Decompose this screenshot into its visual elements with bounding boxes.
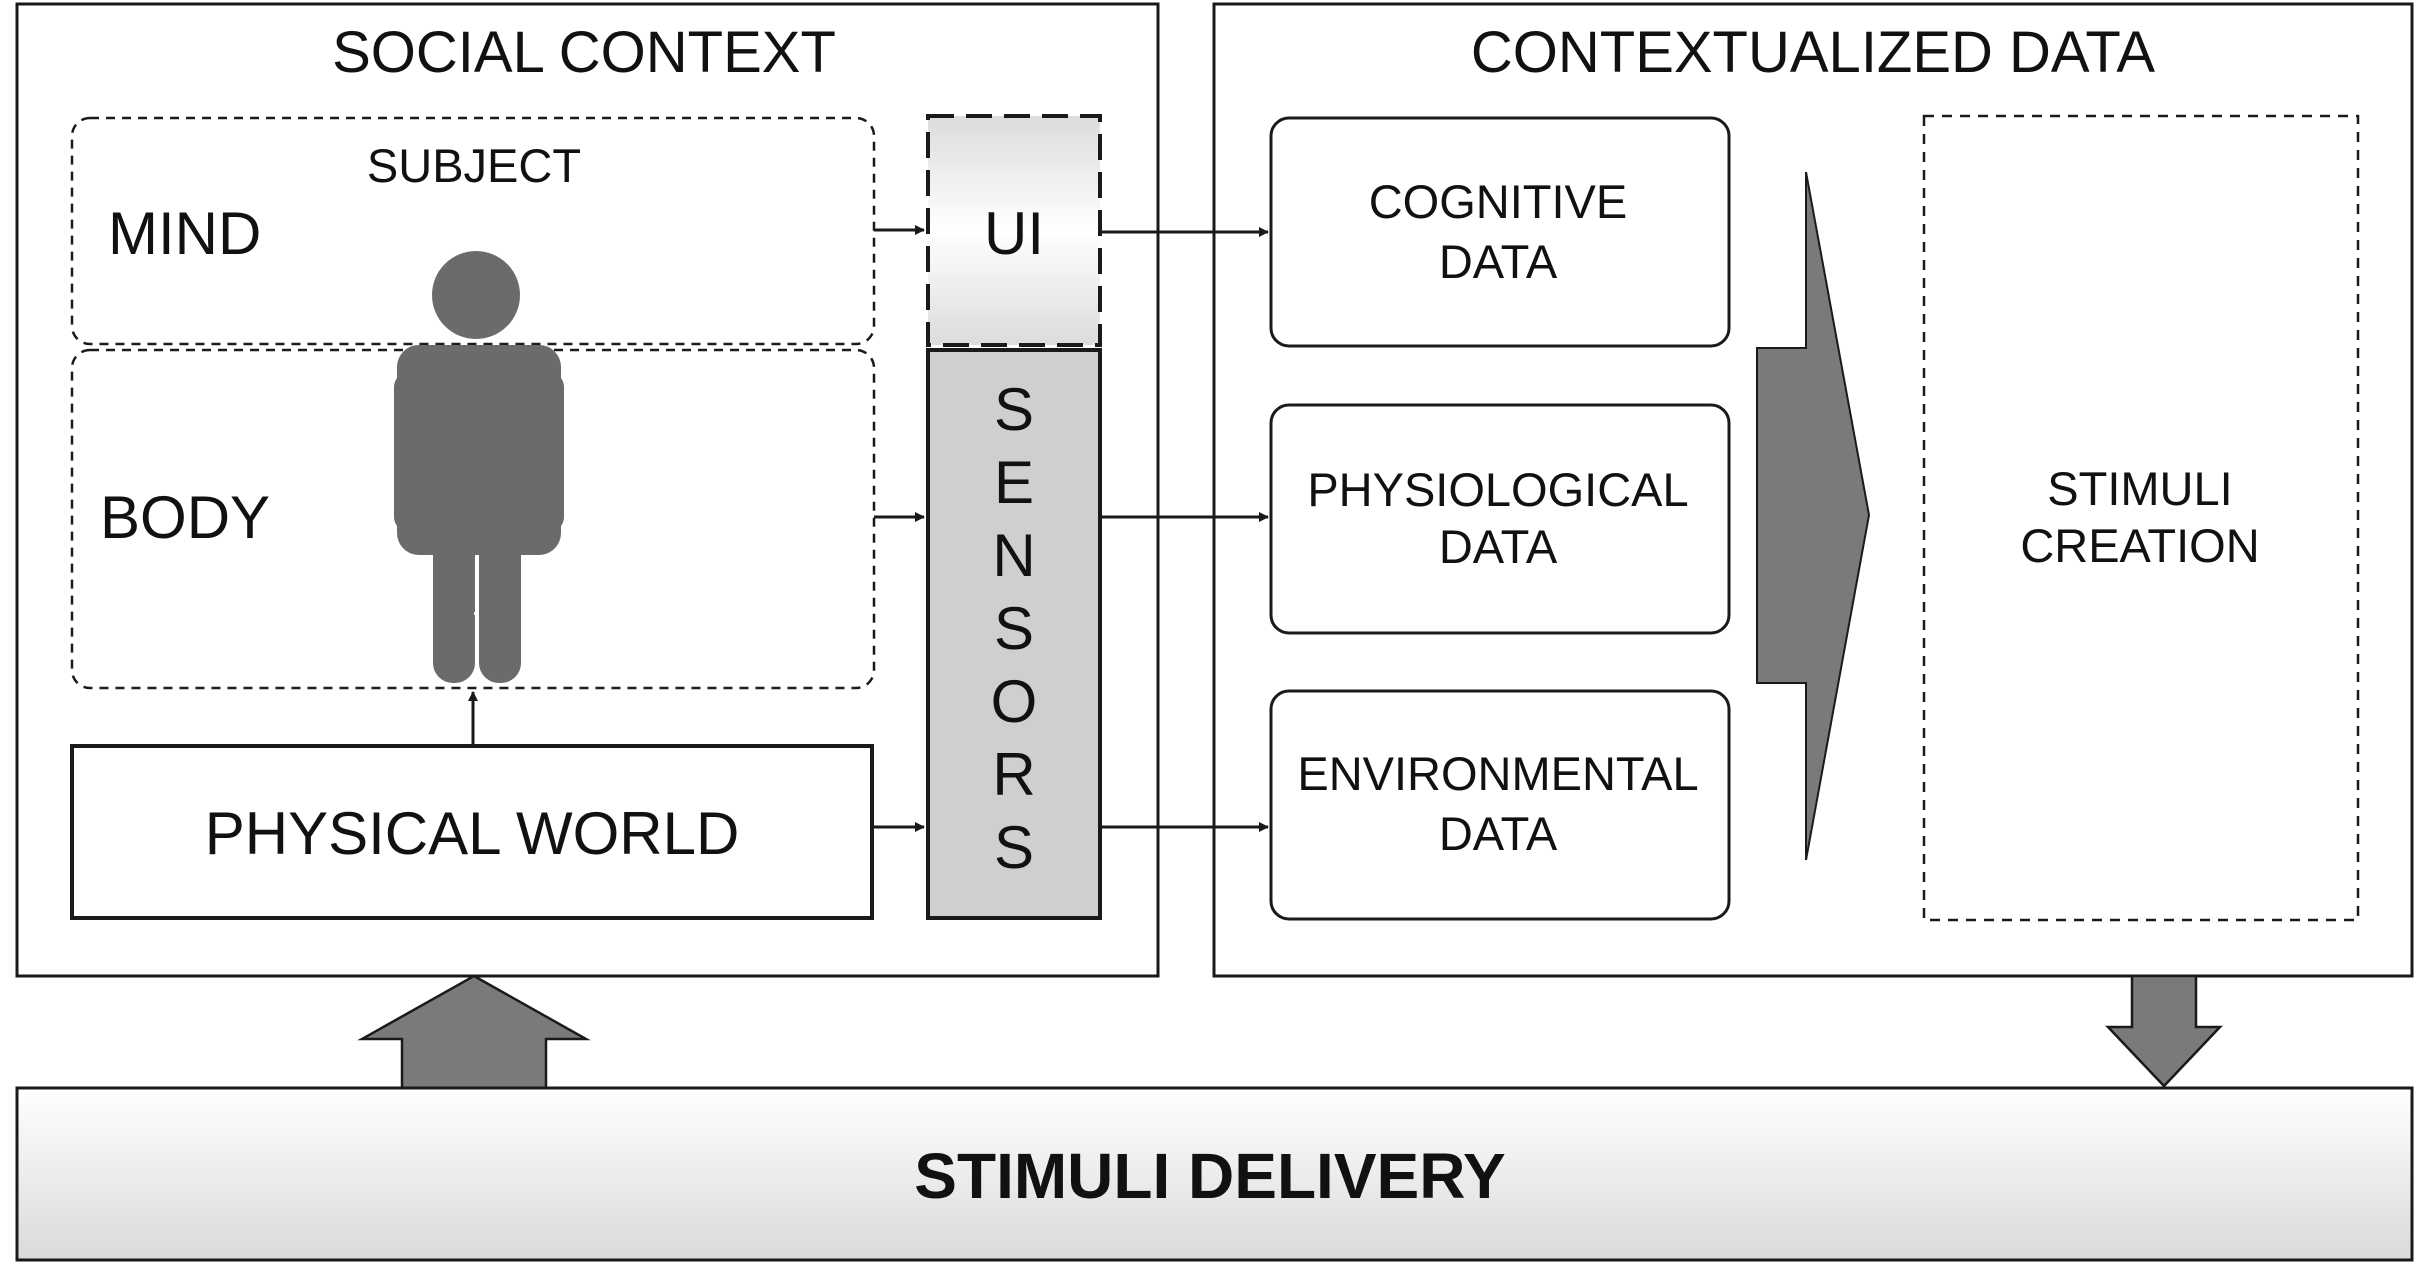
stimuli-creation-line1: STIMULI xyxy=(2047,462,2232,515)
sensors-letter: O xyxy=(991,668,1038,735)
cognitive-data-line1: COGNITIVE xyxy=(1369,175,1628,228)
environmental-data-line1: ENVIRONMENTAL xyxy=(1297,747,1698,800)
ui-box xyxy=(926,114,1102,347)
sensors-letter: E xyxy=(994,449,1034,516)
stimuli-creation-box xyxy=(1922,114,2360,922)
body-region xyxy=(70,348,876,690)
sensors-letter: S xyxy=(994,595,1034,662)
physical-world-box xyxy=(70,744,874,920)
environmental-data-box xyxy=(1269,689,1731,921)
subject-label: SUBJECT xyxy=(367,139,581,192)
stimuli-creation-line2: CREATION xyxy=(2020,519,2259,572)
social-context-panel: SOCIAL CONTEXT SUBJECT MIND BODY PHYSICA… xyxy=(15,2,1160,978)
sensors-letter: N xyxy=(992,522,1035,589)
cognitive-data-line2: DATA xyxy=(1439,235,1558,288)
contextualized-data-title: CONTEXTUALIZED DATA xyxy=(1471,20,2156,85)
mind-region xyxy=(70,116,876,346)
physiological-data-line1: PHYSIOLOGICAL xyxy=(1307,463,1688,516)
sensors-column xyxy=(926,348,1102,920)
physiological-data-box xyxy=(1269,403,1731,635)
ui-label: UI xyxy=(984,200,1044,267)
body-label: BODY xyxy=(100,484,270,551)
down-arrow-icon xyxy=(2105,974,2223,1088)
environmental-data-line2: DATA xyxy=(1439,807,1558,860)
cognitive-data-box xyxy=(1269,116,1731,348)
sensors-letters: S E N S O R S xyxy=(991,376,1038,881)
sensors-letter: S xyxy=(994,814,1034,881)
mind-label: MIND xyxy=(108,200,261,267)
social-context-title: SOCIAL CONTEXT xyxy=(332,20,836,85)
stimuli-delivery-label: STIMULI DELIVERY xyxy=(914,1140,1505,1212)
physiological-data-line2: DATA xyxy=(1439,520,1558,573)
up-arrow-icon xyxy=(357,974,591,1090)
sensors-letter: R xyxy=(992,741,1035,808)
sensors-letter: S xyxy=(994,376,1034,443)
physical-world-label: PHYSICAL WORLD xyxy=(205,800,740,867)
contextualized-data-panel: CONTEXTUALIZED DATA COGNITIVE DATA PHYSI… xyxy=(1212,2,2414,978)
stimuli-delivery-bar: STIMULI DELIVERY xyxy=(15,1086,2414,1262)
aggregation-arrow-icon xyxy=(1756,171,1871,861)
person-icon xyxy=(394,251,564,683)
